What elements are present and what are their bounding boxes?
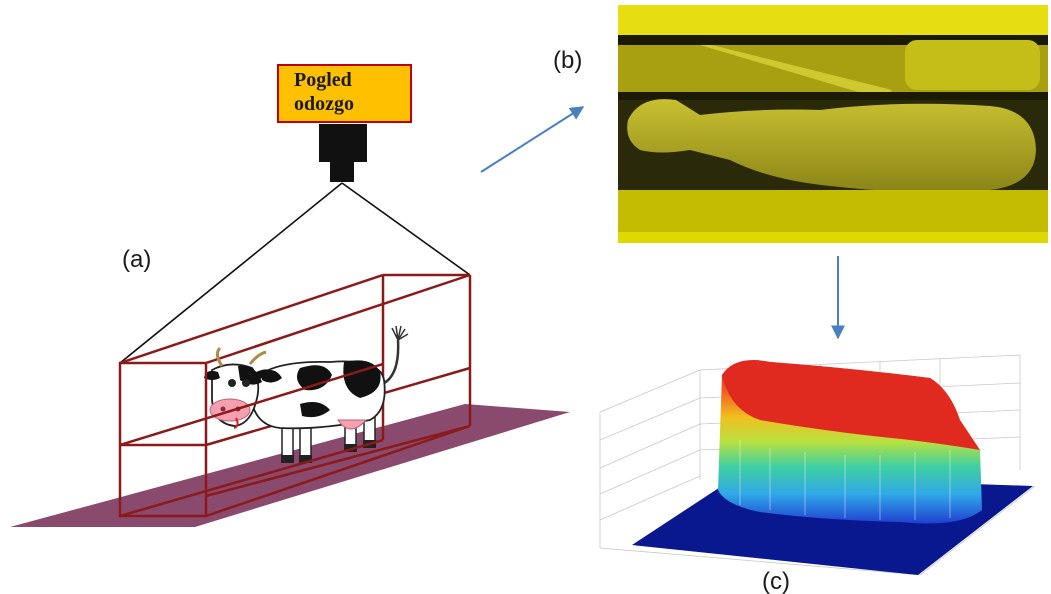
camera-body: [319, 124, 367, 162]
view-line-right: [341, 182, 471, 276]
floor-plane: [10, 404, 570, 527]
panel-a: Pogled odozgo: [10, 64, 570, 527]
panel-label-c: (c): [762, 568, 790, 594]
camera-label-line2: odozgo: [294, 93, 354, 115]
cow-illustration: [204, 325, 409, 463]
panel-label-b: (b): [553, 47, 582, 74]
panel-b: (b): [553, 5, 1048, 243]
view-line-left: [119, 182, 343, 364]
camera-lens: [330, 162, 354, 182]
camera-label-line1: Pogled: [294, 69, 352, 91]
panel-label-a: (a): [122, 246, 151, 273]
camera-label-box: [277, 64, 412, 123]
surface-streaks: [739, 440, 951, 520]
panel-c: (c): [599, 354, 1036, 594]
surface-top: [722, 360, 980, 450]
cow-depth-silhouette: [627, 99, 1036, 193]
stall-frame-front: [118, 273, 471, 518]
arrow-a-to-b: [480, 106, 585, 173]
